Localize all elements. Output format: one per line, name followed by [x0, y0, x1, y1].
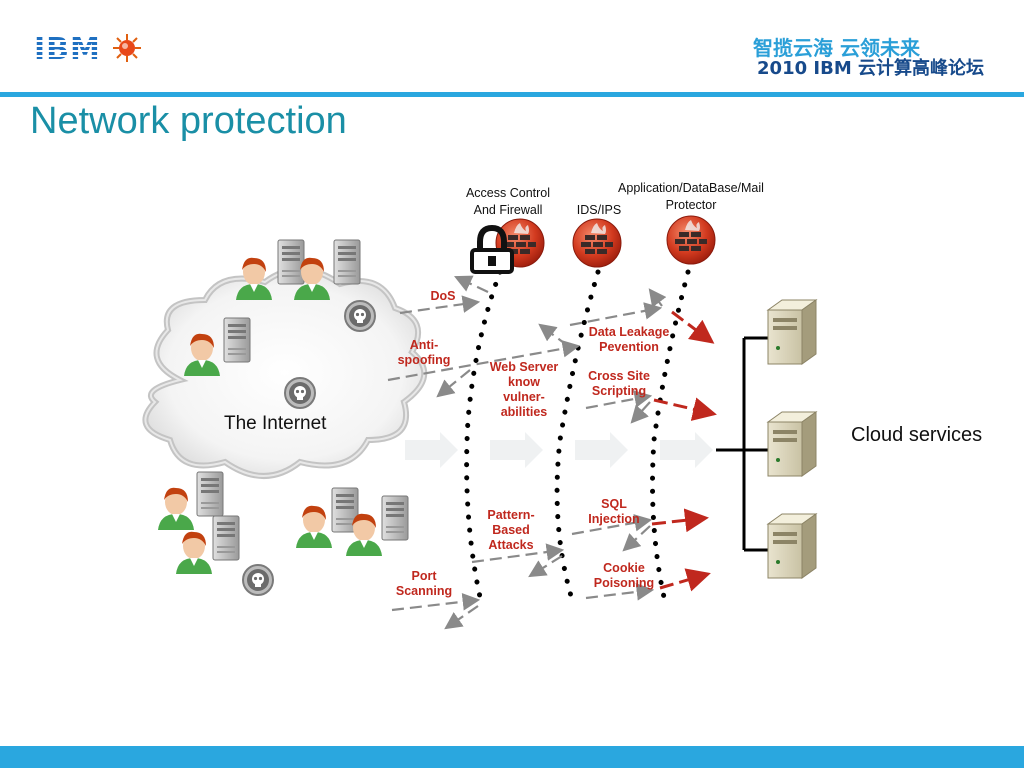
server-bracket	[716, 336, 772, 552]
ibm-logo-text: IBM	[34, 32, 101, 67]
ibm-logo: IBM	[34, 32, 143, 67]
footer-accent-bar	[0, 746, 1024, 768]
header-accent-bar	[0, 92, 1024, 97]
slogan-line-2: 2010 IBM 云计算高峰论坛	[757, 58, 984, 79]
protection-layer-lines	[464, 269, 691, 609]
attack-arrows	[387, 275, 667, 630]
threat-port-scanning: Port Scanning	[395, 569, 453, 598]
threat-sql-injection: SQL Injection	[588, 497, 640, 526]
ids-ips-label: IDS/IPS	[576, 203, 622, 217]
cloud-server-3	[767, 513, 817, 579]
slide-title: Network protection	[30, 100, 347, 142]
threat-data-leakage: Data Leakage Pevention	[588, 325, 670, 354]
cloud-server-2	[767, 411, 817, 477]
traffic-flow-arrows	[405, 432, 713, 468]
threat-web-server: Web Server know vulner- abilities	[489, 360, 559, 419]
firewall-label: Access Control And Firewall	[465, 186, 551, 217]
blocked-arrows	[651, 310, 717, 592]
padlock-icon	[470, 224, 514, 274]
threat-dos: DoS	[430, 289, 456, 303]
internet-label: The Internet	[224, 413, 327, 434]
threat-cookie-poisoning: Cookie Poisoning	[593, 561, 655, 590]
slogan-line-1: 智揽云海 云领未来	[753, 36, 920, 60]
user-group-bottom-mid	[296, 487, 409, 556]
threat-cross-site: Cross Site Scripting	[588, 369, 650, 398]
cloud-services-label: Cloud services	[851, 424, 983, 446]
cloud-server-1	[767, 299, 817, 365]
threat-anti-spoofing: Anti- spoofing	[397, 338, 451, 367]
app-protector-icon	[666, 215, 716, 265]
ids-ips-icon	[572, 218, 622, 268]
smart-planet-icon	[113, 34, 142, 62]
app-protector-label: Application/DataBase/Mail Protector	[618, 181, 764, 212]
user-group-bottom-left	[158, 471, 274, 596]
threat-pattern-attacks: Pattern- Based Attacks	[487, 508, 535, 552]
